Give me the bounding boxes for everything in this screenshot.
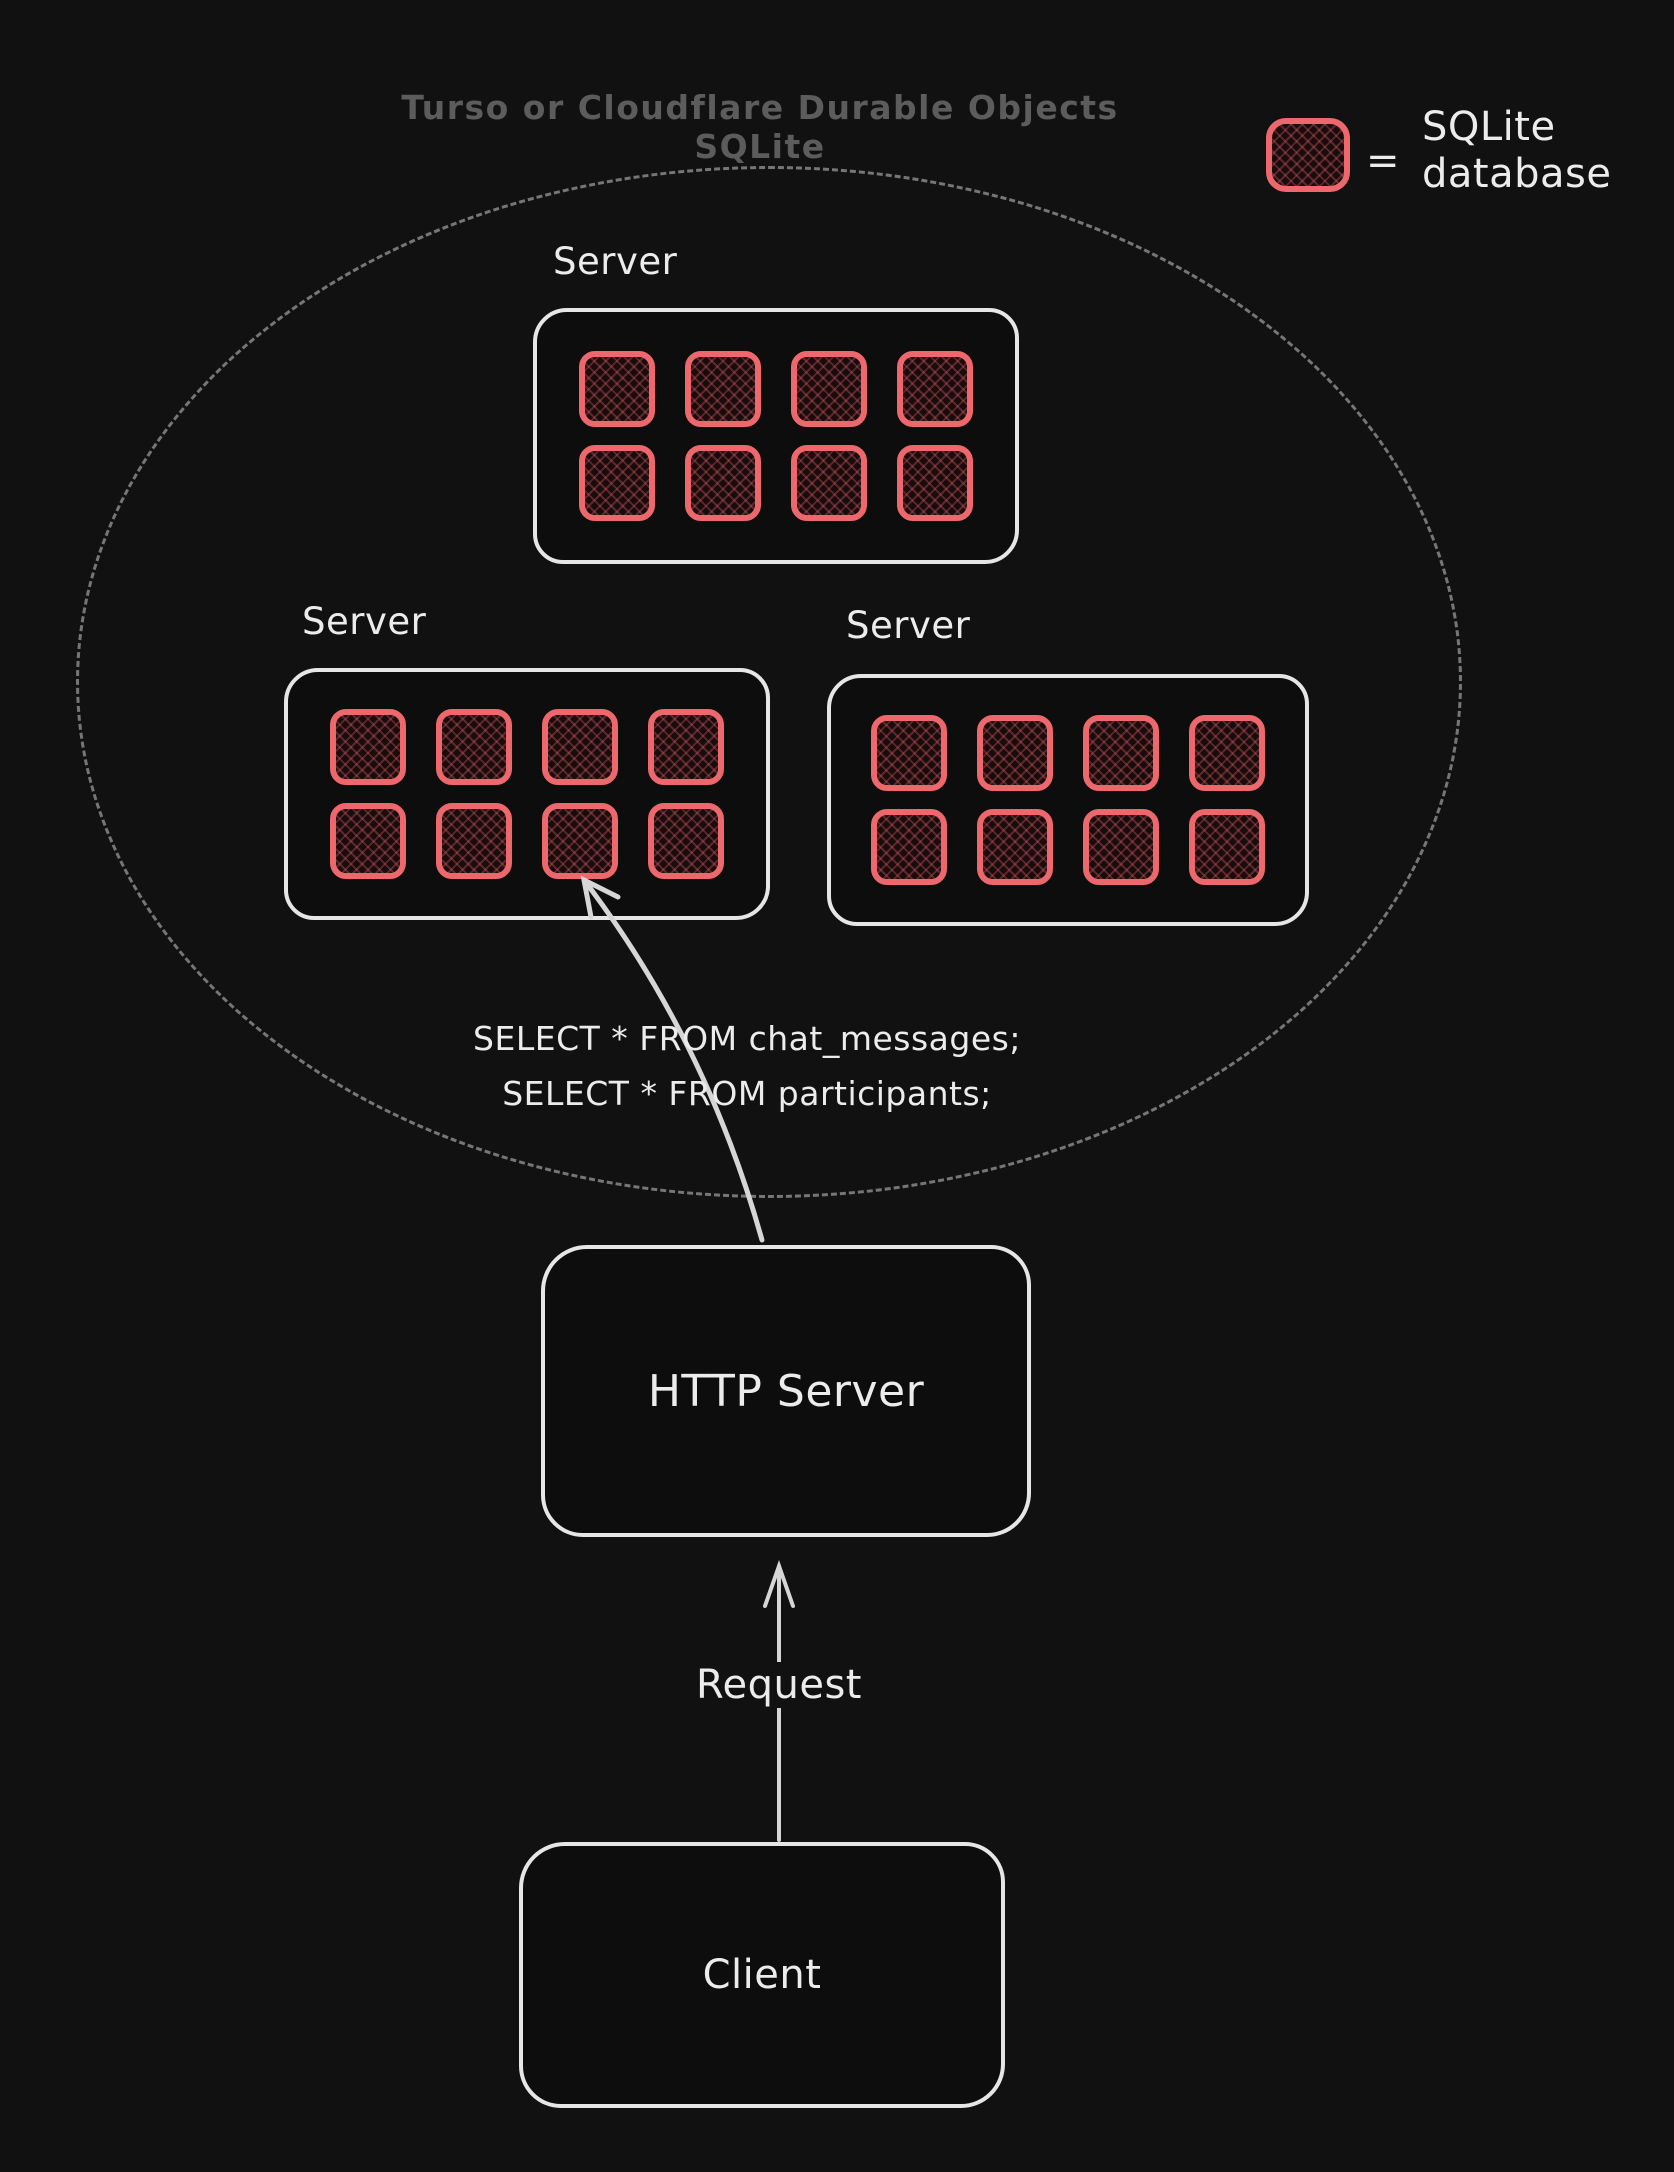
request-label-wrap: Request xyxy=(629,1662,929,1708)
sqlite-db-icon xyxy=(897,351,973,427)
query-label-line2: SELECT * FROM participants; xyxy=(502,1073,992,1113)
sqlite-db-icon xyxy=(648,803,724,879)
db-grid xyxy=(579,351,973,521)
server-label-right: Server xyxy=(846,604,971,647)
sqlite-db-icon xyxy=(977,715,1053,791)
sqlite-db-icon xyxy=(330,803,406,879)
server-label-top: Server xyxy=(553,240,678,283)
sqlite-db-icon xyxy=(648,709,724,785)
sqlite-db-icon xyxy=(436,709,512,785)
sqlite-db-icon xyxy=(1189,809,1265,885)
sqlite-db-icon xyxy=(542,803,618,879)
sqlite-db-icon xyxy=(791,445,867,521)
db-grid xyxy=(871,715,1265,885)
sqlite-db-icon xyxy=(897,445,973,521)
cluster-boundary-ellipse xyxy=(76,166,1462,1198)
http-server-label: HTTP Server xyxy=(647,1365,925,1417)
server-box-top xyxy=(533,308,1019,564)
diagram-title: Turso or Cloudflare Durable Objects SQLi… xyxy=(401,88,1119,166)
server-box-right xyxy=(827,674,1309,926)
sqlite-db-icon xyxy=(1189,715,1265,791)
request-label: Request xyxy=(686,1662,872,1708)
sqlite-db-icon xyxy=(1083,809,1159,885)
client-label: Client xyxy=(702,1952,822,1998)
db-grid xyxy=(330,709,724,879)
server-label-left: Server xyxy=(302,600,427,643)
client-box: Client xyxy=(519,1842,1005,2108)
sqlite-db-icon xyxy=(436,803,512,879)
legend-label-line2: database xyxy=(1422,151,1612,198)
sqlite-db-icon xyxy=(871,809,947,885)
sqlite-db-icon xyxy=(977,809,1053,885)
equals-sign: = xyxy=(1366,138,1401,184)
sqlite-db-icon xyxy=(685,351,761,427)
sqlite-db-icon xyxy=(579,351,655,427)
sqlite-db-icon xyxy=(330,709,406,785)
sqlite-db-icon xyxy=(542,709,618,785)
sqlite-db-icon xyxy=(1083,715,1159,791)
legend-label-line1: SQLite xyxy=(1422,104,1556,150)
sqlite-db-icon xyxy=(1266,118,1350,192)
legend-label: SQLite database xyxy=(1422,104,1611,198)
server-box-left xyxy=(284,668,770,920)
sqlite-db-icon xyxy=(579,445,655,521)
http-server-box: HTTP Server xyxy=(541,1245,1031,1537)
sqlite-db-icon xyxy=(871,715,947,791)
sqlite-db-icon xyxy=(685,445,761,521)
sqlite-db-icon xyxy=(791,351,867,427)
query-label: SELECT * FROM chat_messages; SELECT * FR… xyxy=(377,1012,1117,1122)
query-label-line1: SELECT * FROM chat_messages; xyxy=(473,1019,1021,1058)
